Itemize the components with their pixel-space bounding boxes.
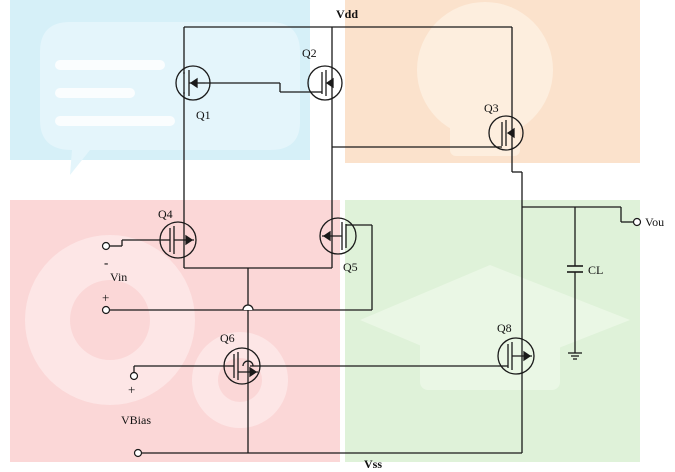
- vin-label: Vin: [110, 270, 127, 284]
- vbias-plus-terminal[interactable]: [129, 371, 139, 381]
- ground-icon: [568, 352, 582, 360]
- vss-label: Vss: [364, 457, 382, 471]
- transistor-q1: [175, 64, 211, 101]
- chat-bubble-icon: [10, 0, 310, 175]
- transistor-q4: [159, 221, 197, 259]
- transistor-q8: [497, 337, 535, 375]
- cl-label: CL: [588, 263, 603, 277]
- vin-plus-sign: +: [102, 290, 109, 305]
- transistor-q6: [223, 347, 261, 385]
- graduation-cap-icon: [345, 200, 640, 462]
- q5-label: Q5: [343, 260, 358, 274]
- vbias-plus-sign: +: [128, 382, 135, 397]
- watermark-background: [10, 0, 640, 462]
- q1-label: Q1: [196, 108, 211, 122]
- vbias-label: VBias: [121, 413, 151, 427]
- vin-minus-sign: -: [104, 255, 108, 270]
- transistor-q3: [488, 115, 524, 151]
- q6-label: Q6: [220, 331, 235, 345]
- q2-label: Q2: [302, 46, 317, 60]
- capacitor-cl: [567, 265, 583, 273]
- q3-label: Q3: [484, 101, 499, 115]
- vin-plus-terminal[interactable]: [101, 305, 111, 315]
- vout-terminal[interactable]: [632, 217, 642, 227]
- vbias-minus-terminal[interactable]: [133, 448, 143, 458]
- lightbulb-icon: [345, 0, 640, 163]
- vout-label: Vou: [645, 215, 664, 229]
- transistor-q2: [307, 64, 343, 101]
- vdd-label: Vdd: [336, 7, 358, 21]
- q4-label: Q4: [158, 207, 173, 221]
- gear-icon: [10, 200, 340, 462]
- vin-minus-terminal[interactable]: [101, 241, 111, 251]
- crossover-jump: [242, 304, 254, 311]
- circuit-wires: [110, 26, 633, 454]
- q8-label: Q8: [497, 321, 512, 335]
- transistor-q5: [319, 217, 357, 258]
